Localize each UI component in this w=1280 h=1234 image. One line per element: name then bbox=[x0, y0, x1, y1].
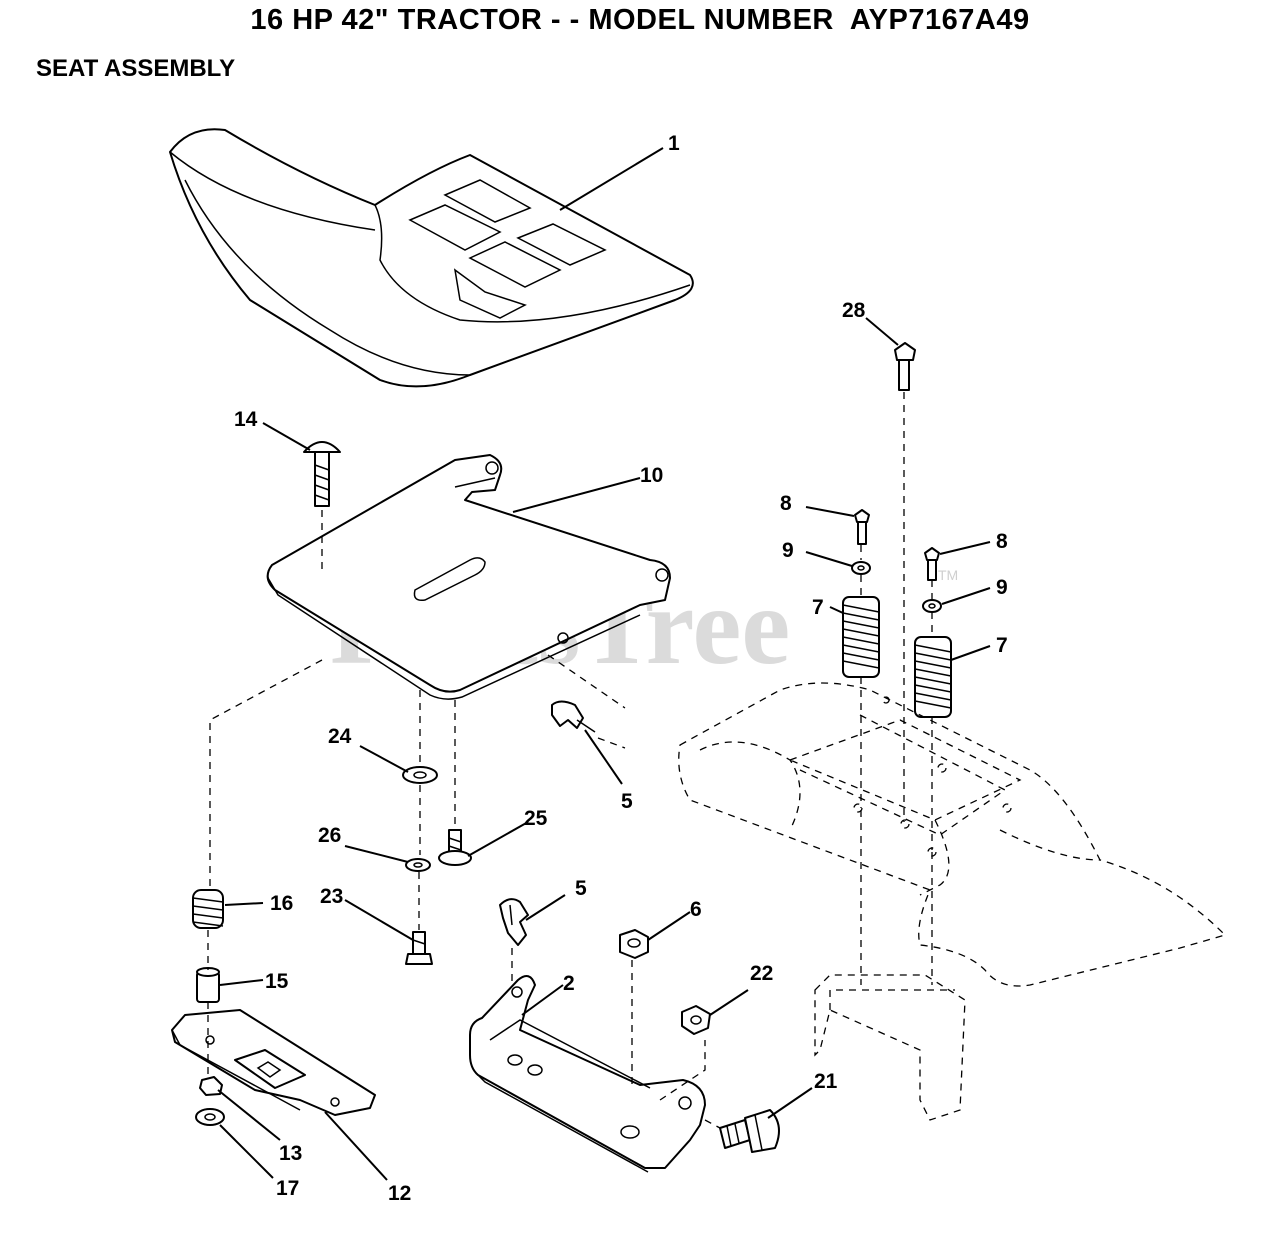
callout-21: 21 bbox=[814, 1070, 838, 1093]
callout-8-right: 8 bbox=[996, 530, 1008, 553]
washer-part-9-right[interactable] bbox=[922, 599, 942, 613]
bracket-plate-part-12[interactable] bbox=[171, 1009, 376, 1116]
seat-part-1[interactable] bbox=[169, 128, 694, 388]
shoulder-bolt-part-21[interactable] bbox=[719, 1109, 780, 1153]
spring-part-16[interactable] bbox=[192, 889, 224, 929]
callout-8-left: 8 bbox=[780, 492, 792, 515]
callout-5-upper: 5 bbox=[621, 790, 633, 813]
nut-part-6[interactable] bbox=[619, 929, 649, 959]
spring-part-7-left[interactable] bbox=[842, 596, 880, 678]
clip-part-5-lower[interactable] bbox=[499, 898, 529, 946]
spacer-part-15[interactable] bbox=[196, 967, 220, 1003]
assembly-subtitle: SEAT ASSEMBLY bbox=[36, 55, 236, 82]
spring-part-7-right[interactable] bbox=[914, 636, 952, 718]
clip-part-5-upper[interactable] bbox=[551, 700, 596, 733]
callout-2: 2 bbox=[563, 972, 575, 995]
callout-5-lower: 5 bbox=[575, 877, 587, 900]
watermark-trademark: TM bbox=[938, 567, 958, 583]
diagram-title: 16 HP 42" TRACTOR - - MODEL NUMBER AYP71… bbox=[250, 4, 1030, 36]
callout-25: 25 bbox=[524, 807, 548, 830]
seat-pan-part-10[interactable] bbox=[266, 454, 671, 700]
callout-17: 17 bbox=[276, 1177, 299, 1200]
callout-24: 24 bbox=[328, 725, 352, 748]
callout-9-right: 9 bbox=[996, 576, 1008, 599]
callout-23: 23 bbox=[320, 885, 343, 908]
lock-washer-part-26[interactable] bbox=[405, 858, 431, 872]
washer-part-17[interactable] bbox=[195, 1108, 225, 1126]
washer-part-9-left[interactable] bbox=[851, 561, 871, 575]
seat-bracket-part-2[interactable] bbox=[469, 975, 706, 1173]
callout-7-left: 7 bbox=[812, 596, 824, 619]
callout-1: 1 bbox=[668, 132, 680, 155]
bolt-part-23[interactable] bbox=[405, 931, 433, 965]
callout-15: 15 bbox=[265, 970, 289, 993]
assembly-alignment-lines bbox=[207, 392, 933, 1129]
tractor-frame-reference bbox=[678, 682, 1227, 1121]
callout-9-left: 9 bbox=[782, 539, 794, 562]
callout-6: 6 bbox=[690, 898, 702, 921]
bolt-part-28[interactable] bbox=[894, 342, 916, 391]
callout-26: 26 bbox=[318, 824, 341, 847]
shoulder-bolt-part-25[interactable] bbox=[438, 829, 472, 866]
bolt-part-8-right[interactable] bbox=[924, 547, 940, 581]
callout-14: 14 bbox=[234, 408, 258, 431]
nut-part-22[interactable] bbox=[681, 1005, 711, 1035]
callout-16: 16 bbox=[270, 892, 293, 915]
callout-28: 28 bbox=[842, 299, 866, 322]
callout-10: 10 bbox=[640, 464, 663, 487]
nut-part-13[interactable] bbox=[199, 1076, 223, 1096]
callout-12: 12 bbox=[388, 1182, 411, 1205]
callout-7-right: 7 bbox=[996, 634, 1008, 657]
callout-13: 13 bbox=[279, 1142, 302, 1165]
carriage-bolt-part-14[interactable] bbox=[303, 441, 341, 507]
washer-part-24[interactable] bbox=[402, 766, 438, 784]
callout-labels: 1 10 14 28 8 9 7 8 9 7 5 24 25 26 23 5 6… bbox=[234, 132, 1008, 1205]
callout-22: 22 bbox=[750, 962, 773, 985]
bolt-part-8-left[interactable] bbox=[854, 509, 870, 545]
callout-leader-lines bbox=[217, 147, 991, 1181]
